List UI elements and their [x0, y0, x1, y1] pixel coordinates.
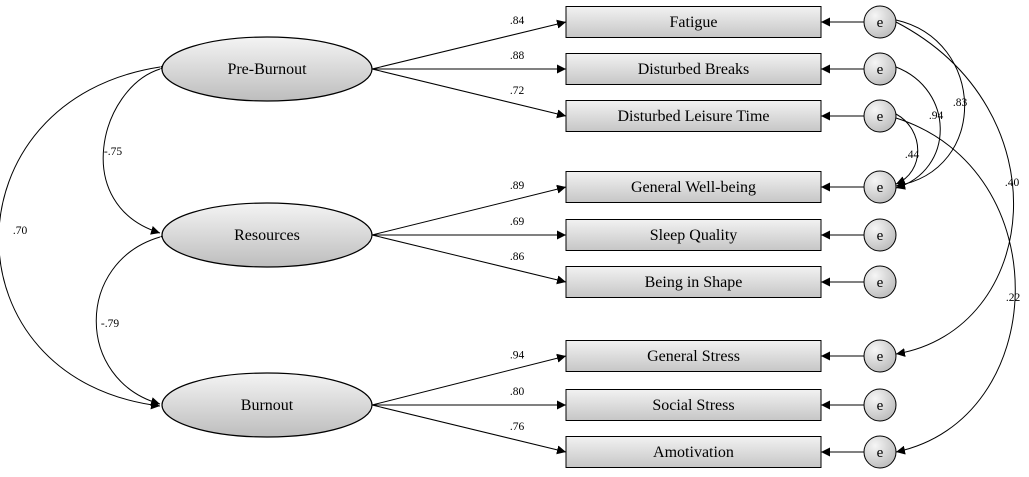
- error-term-9-circle: [863, 435, 897, 469]
- latent-correlation-path-3: [0, 61, 170, 410]
- error-term-8-label: e: [877, 398, 884, 414]
- indicator-disturbed-breaks-label: Disturbed Breaks: [638, 61, 750, 78]
- latent-burnout-label: Burnout: [241, 397, 294, 414]
- latent-preburnout-label: Pre-Burnout: [227, 61, 307, 78]
- error-term-9: e: [863, 435, 897, 469]
- error-term-1-circle: [863, 5, 897, 39]
- indicator-disturbed-leisure-time-label: Disturbed Leisure Time: [618, 108, 770, 125]
- loading-coefficient-4: .89: [510, 180, 525, 192]
- indicator-general-well-being: General Well-being: [565, 171, 822, 203]
- indicator-social-stress: Social Stress: [565, 389, 822, 421]
- error-term-1-label: e: [877, 15, 884, 31]
- error-covariance-label-4: .40: [1005, 177, 1020, 189]
- indicator-social-stress-box: [565, 389, 822, 421]
- indicator-disturbed-leisure-time: Disturbed Leisure Time: [565, 100, 822, 132]
- indicator-disturbed-breaks-box: [565, 53, 822, 85]
- coefficient-labels-layer: .84 .88 .72 .89 .69 .86 .94 .80 .76 -.75 -.79 .70 .8…: [13, 15, 1021, 433]
- latent-burnout-shape: [161, 372, 373, 438]
- error-term-5-label: e: [877, 228, 884, 244]
- loading-coefficient-6: .86: [510, 251, 525, 263]
- error-term-7-circle: [863, 339, 897, 373]
- error-term-7: e: [863, 339, 897, 373]
- loading-path-7: [371, 353, 567, 406]
- indicator-amotivation-label: Amotivation: [653, 444, 734, 461]
- loading-coefficient-7: .94: [510, 349, 525, 361]
- error-term-8-circle: [863, 388, 897, 422]
- latent-correlation-label-1: -.75: [104, 146, 122, 158]
- indicator-amotivation-box: [565, 436, 822, 468]
- indicator-amotivation: Amotivation: [565, 436, 822, 468]
- edges-layer: [0, 13, 1016, 457]
- error-covariance-path-1: [886, 13, 966, 189]
- indicator-sleep-quality-label: Sleep Quality: [650, 227, 738, 244]
- error-term-2-circle: [863, 52, 897, 86]
- error-term-9-label: e: [877, 445, 884, 461]
- latent-resources-shape: [161, 202, 373, 268]
- indicator-general-stress: General Stress: [565, 340, 822, 372]
- latent-preburnout: Pre-Burnout: [161, 36, 373, 102]
- error-covariance-path-2: [885, 59, 941, 190]
- loading-coefficient-5: .69: [510, 216, 525, 228]
- loading-path-4: [371, 184, 567, 236]
- indicator-being-in-shape: Being in Shape: [565, 266, 822, 298]
- latent-correlation-label-2: -.79: [101, 318, 119, 330]
- loading-coefficient-3: .72: [510, 85, 525, 97]
- loading-coefficient-2: .88: [510, 50, 525, 62]
- indicator-disturbed-leisure-time-box: [565, 100, 822, 132]
- loading-path-3: [371, 68, 567, 119]
- error-term-2-label: e: [877, 62, 884, 78]
- error-covariance-path-4: [885, 13, 1014, 357]
- error-term-4: e: [863, 170, 897, 204]
- indicator-general-stress-label: General Stress: [647, 348, 740, 365]
- loading-coefficient-1: .84: [510, 15, 525, 27]
- latent-resources: Resources: [161, 202, 373, 268]
- error-covariance-label-3: .44: [905, 149, 920, 161]
- latent-correlation-path-2: [95, 230, 170, 406]
- indicator-general-well-being-box: [565, 171, 822, 203]
- error-term-4-label: e: [877, 180, 884, 196]
- indicator-being-in-shape-box: [565, 266, 822, 298]
- indicator-fatigue-label: Fatigue: [670, 14, 718, 31]
- error-term-7-label: e: [877, 349, 884, 365]
- error-term-2: e: [863, 52, 897, 86]
- error-covariance-label-1: .83: [953, 97, 968, 109]
- indicator-social-stress-label: Social Stress: [652, 397, 734, 414]
- error-covariance-label-2: .94: [929, 110, 944, 122]
- error-term-4-circle: [863, 170, 897, 204]
- latent-preburnout-shape: [161, 36, 373, 102]
- error-term-6: e: [863, 265, 897, 299]
- indicator-disturbed-breaks: Disturbed Breaks: [565, 53, 822, 85]
- error-covariance-path-5: [886, 110, 1016, 455]
- latent-resources-label: Resources: [234, 227, 300, 244]
- error-term-5: e: [863, 218, 897, 252]
- loading-path-1: [371, 19, 567, 70]
- error-term-3: e: [863, 99, 897, 133]
- error-term-6-circle: [863, 265, 897, 299]
- error-term-1: e: [863, 5, 897, 39]
- error-covariance-label-5: .22: [1006, 292, 1021, 304]
- error-term-6-label: e: [877, 275, 884, 291]
- loading-coefficient-8: .80: [510, 386, 525, 398]
- indicator-being-in-shape-label: Being in Shape: [645, 274, 743, 291]
- loading-path-9: [371, 404, 567, 455]
- latent-correlation-label-3: .70: [13, 225, 28, 237]
- indicator-fatigue: Fatigue: [565, 6, 822, 38]
- indicator-sleep-quality-box: [565, 219, 822, 251]
- indicator-sleep-quality: Sleep Quality: [565, 219, 822, 251]
- error-term-5-circle: [863, 218, 897, 252]
- latent-burnout: Burnout: [161, 372, 373, 438]
- loading-path-6: [371, 234, 567, 285]
- loading-coefficient-9: .76: [510, 421, 525, 433]
- error-term-3-label: e: [877, 109, 884, 125]
- indicator-general-stress-box: [565, 340, 822, 372]
- latent-correlation-path-1: [102, 61, 170, 235]
- error-term-8: e: [863, 388, 897, 422]
- indicator-fatigue-box: [565, 6, 822, 38]
- indicator-general-well-being-label: General Well-being: [631, 179, 756, 196]
- error-term-3-circle: [863, 99, 897, 133]
